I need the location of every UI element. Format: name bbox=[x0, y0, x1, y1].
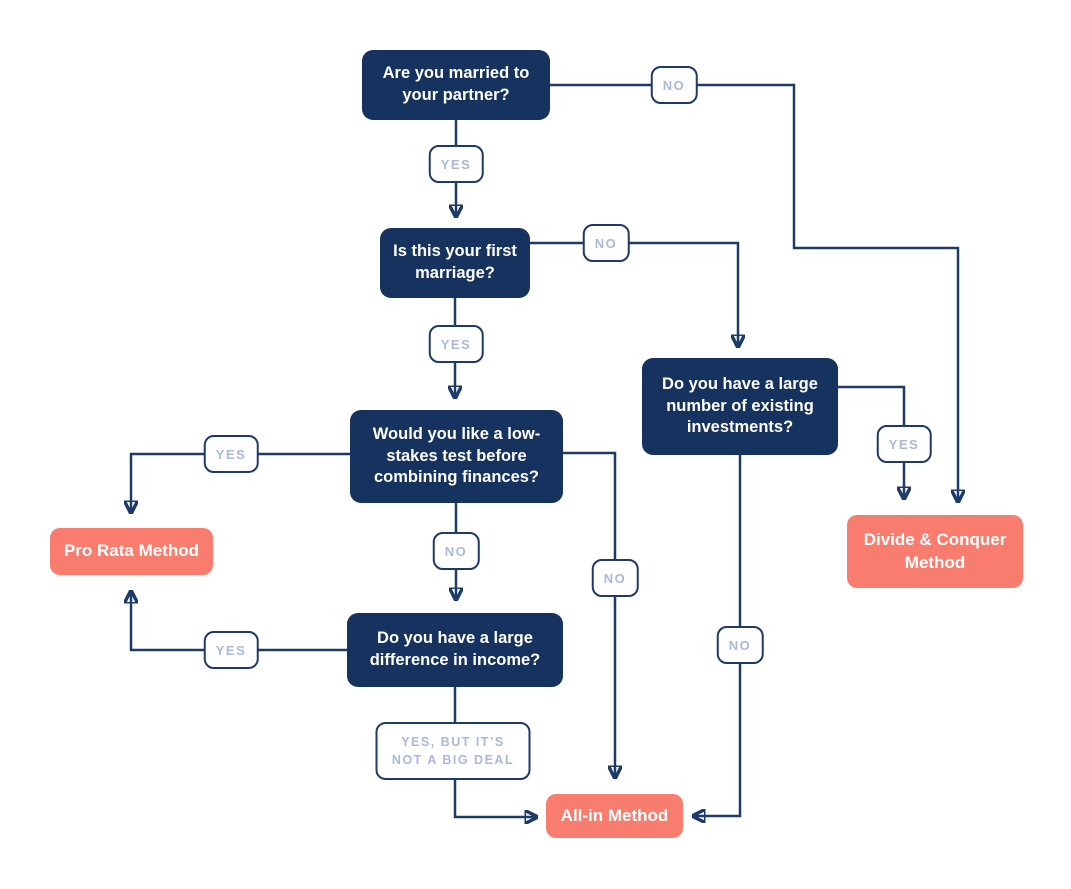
question-married: Are you married to your partner? bbox=[362, 50, 550, 120]
label-income-diff-yes-but: YES, BUT IT’S NOT A BIG DEAL bbox=[375, 722, 531, 780]
outcome-pro-rata-method: Pro Rata Method bbox=[50, 528, 213, 575]
edge-first-marriage-no bbox=[530, 241, 738, 346]
question-first-marriage: Is this your first marriage? bbox=[380, 228, 530, 298]
label-low-stakes-yes: YES bbox=[203, 435, 259, 473]
edge-income-diff-yes bbox=[131, 592, 347, 652]
question-existing-investments: Do you have a large number of existing i… bbox=[642, 358, 838, 455]
label-first-marriage-no: NO bbox=[582, 224, 630, 262]
label-income-diff-yes: YES bbox=[203, 631, 259, 669]
edge-married-no bbox=[550, 83, 958, 501]
label-first-marriage-yes: YES bbox=[428, 325, 484, 363]
label-married-yes: YES bbox=[428, 145, 484, 183]
outcome-all-in-method: All-in Method bbox=[546, 794, 683, 838]
edge-low-stakes-yes bbox=[131, 452, 350, 512]
label-low-stakes-no-down: NO bbox=[432, 532, 480, 570]
edge-investments-no bbox=[694, 455, 742, 816]
outcome-divide-conquer-method: Divide & Conquer Method bbox=[847, 515, 1023, 588]
label-low-stakes-no-right: NO bbox=[591, 559, 639, 597]
question-income-difference: Do you have a large difference in income… bbox=[347, 613, 563, 687]
edge-low-stakes-no-right bbox=[563, 451, 615, 777]
question-low-stakes-test: Would you like a low-stakes test before … bbox=[350, 410, 563, 503]
label-married-no: NO bbox=[650, 66, 698, 104]
label-investments-yes: YES bbox=[876, 425, 932, 463]
label-investments-no: NO bbox=[716, 626, 764, 664]
